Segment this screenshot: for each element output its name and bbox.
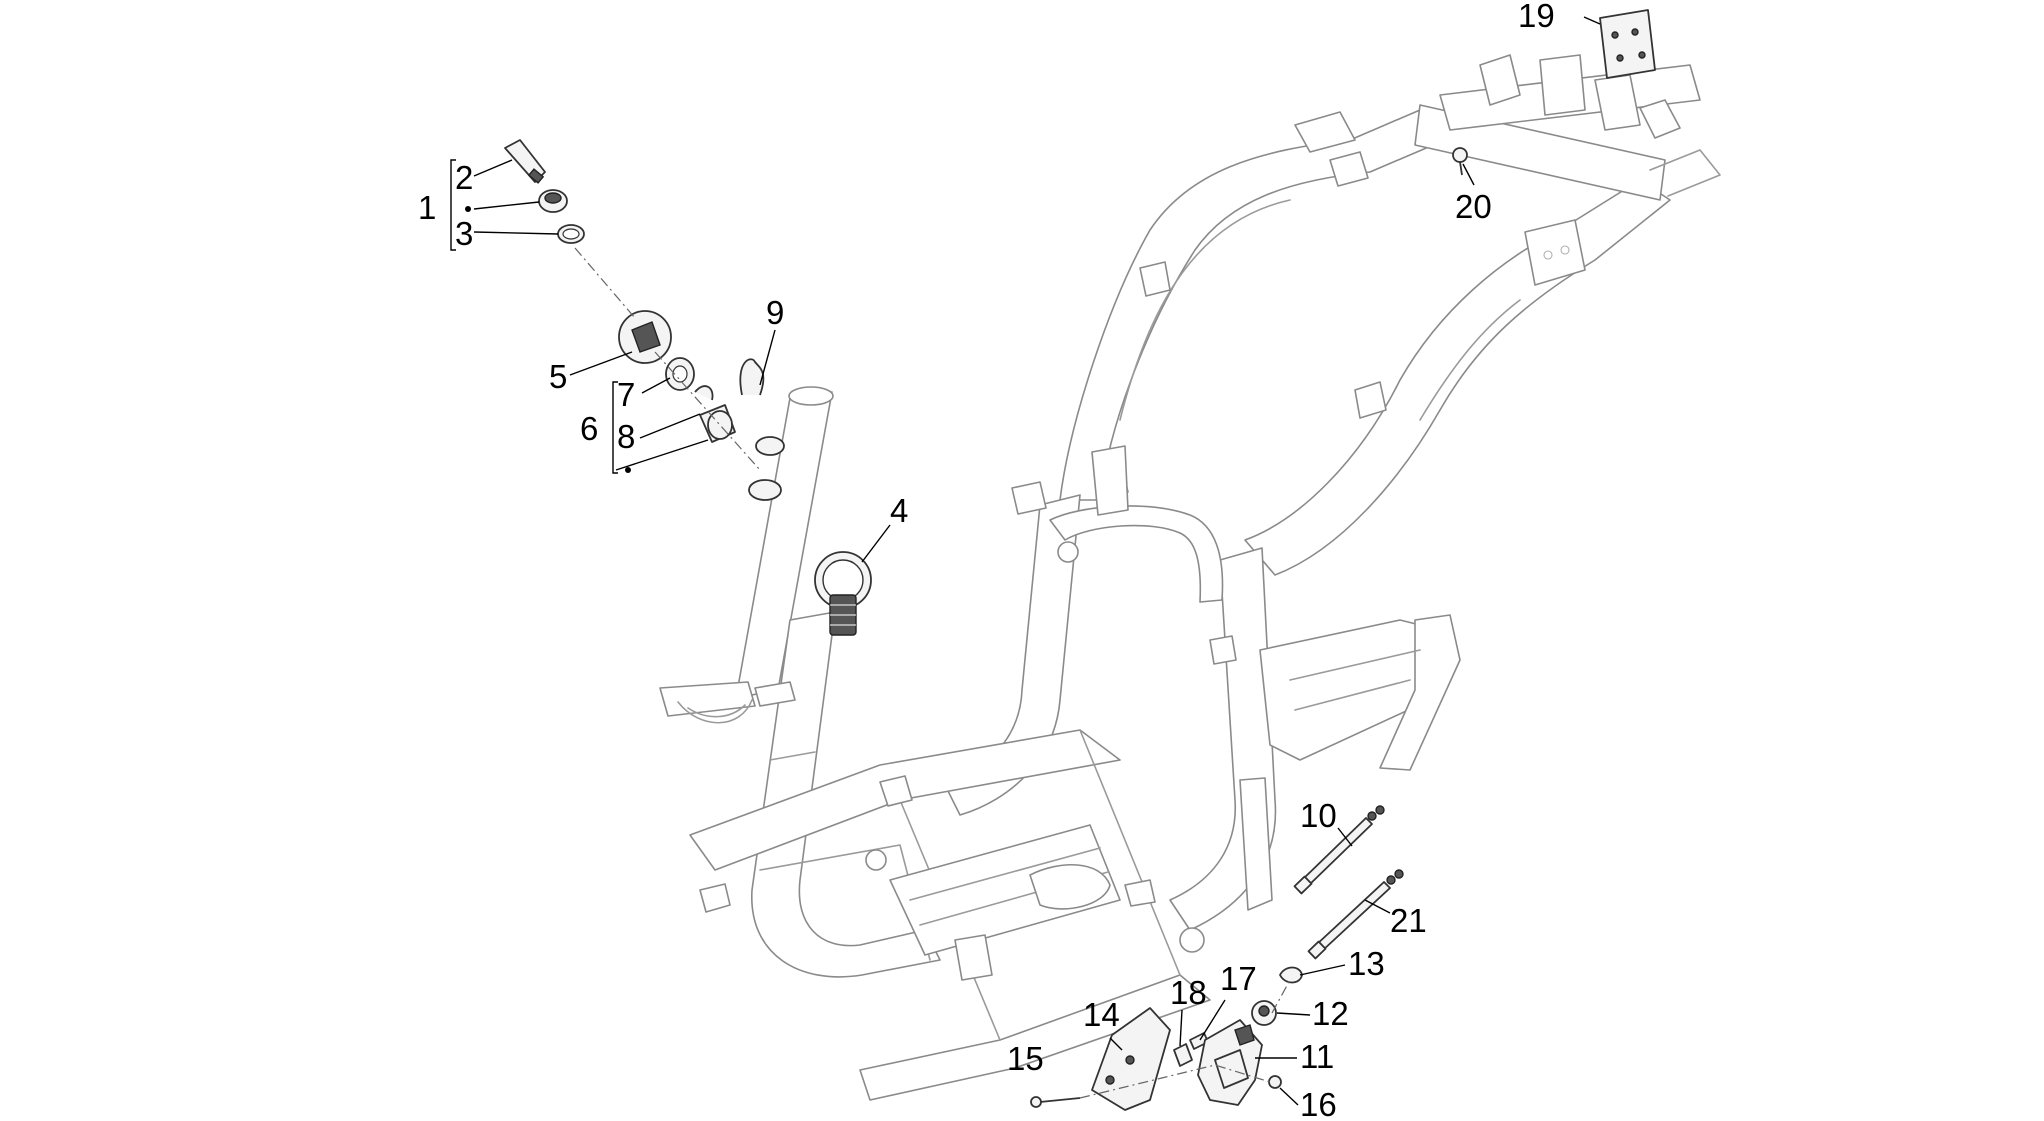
callout-11: 11 xyxy=(1300,1038,1334,1075)
rear-cross-tube xyxy=(1414,104,1666,201)
floor-rail-left xyxy=(689,729,1121,871)
callout-9: 9 xyxy=(766,294,784,331)
spring-clip xyxy=(694,385,714,401)
callout-12: 12 xyxy=(1312,995,1349,1032)
long-bolt-part-15 xyxy=(1039,1097,1081,1103)
nut-part-16 xyxy=(1268,1075,1282,1089)
front-cross-bar xyxy=(1049,505,1224,603)
nut-part-13 xyxy=(1279,966,1303,984)
right-main-tube xyxy=(1244,179,1671,576)
callout-14: 14 xyxy=(1083,996,1120,1033)
callout-labels: 1 2 3 4 5 6 7 8 9 10 11 12 13 14 15 16 1… xyxy=(418,0,1555,1121)
callout-1: 1 xyxy=(418,189,436,226)
rear-side-plate xyxy=(1524,219,1586,286)
mid-left-post xyxy=(944,494,1081,816)
assembly-axes xyxy=(574,247,1291,1099)
callout-15: 15 xyxy=(1007,1040,1044,1077)
callout-6: 6 xyxy=(580,410,598,447)
callout-21: 21 xyxy=(1390,902,1427,939)
callout-2: 2 xyxy=(455,159,473,196)
rod-part-21 xyxy=(1315,881,1391,952)
clip-part-18 xyxy=(1173,1043,1193,1067)
callout-19: 19 xyxy=(1518,0,1555,34)
callout-8: 8 xyxy=(617,418,635,455)
steering-tube-base xyxy=(659,681,756,717)
group-marker-dot xyxy=(625,467,631,473)
steering-tube-top xyxy=(788,386,834,406)
wire-loop-part-9 xyxy=(739,358,765,396)
callout-4: 4 xyxy=(890,492,908,529)
group-marker-dot xyxy=(465,206,471,212)
front-down-tube xyxy=(751,611,941,978)
group-brackets xyxy=(450,159,631,474)
bracket-group-1 xyxy=(450,159,456,251)
callout-3: 3 xyxy=(455,215,473,252)
callout-10: 10 xyxy=(1300,797,1337,834)
components xyxy=(504,9,1656,1111)
bracket-group-6 xyxy=(612,381,618,474)
callout-17: 17 xyxy=(1220,960,1257,997)
rear-fender-bracket xyxy=(1379,614,1461,771)
leader-lines xyxy=(473,16,1601,1106)
rear-plate-part-19 xyxy=(1599,9,1656,79)
callout-13: 13 xyxy=(1348,945,1385,982)
callout-7: 7 xyxy=(617,376,635,413)
rear-mount-bracket xyxy=(1479,54,1521,106)
callout-20: 20 xyxy=(1455,188,1492,225)
callout-18: 18 xyxy=(1170,974,1207,1011)
callout-5: 5 xyxy=(549,358,567,395)
callout-16: 16 xyxy=(1300,1086,1337,1121)
steering-collar xyxy=(748,479,782,501)
bolt-part-20 xyxy=(1452,147,1468,163)
